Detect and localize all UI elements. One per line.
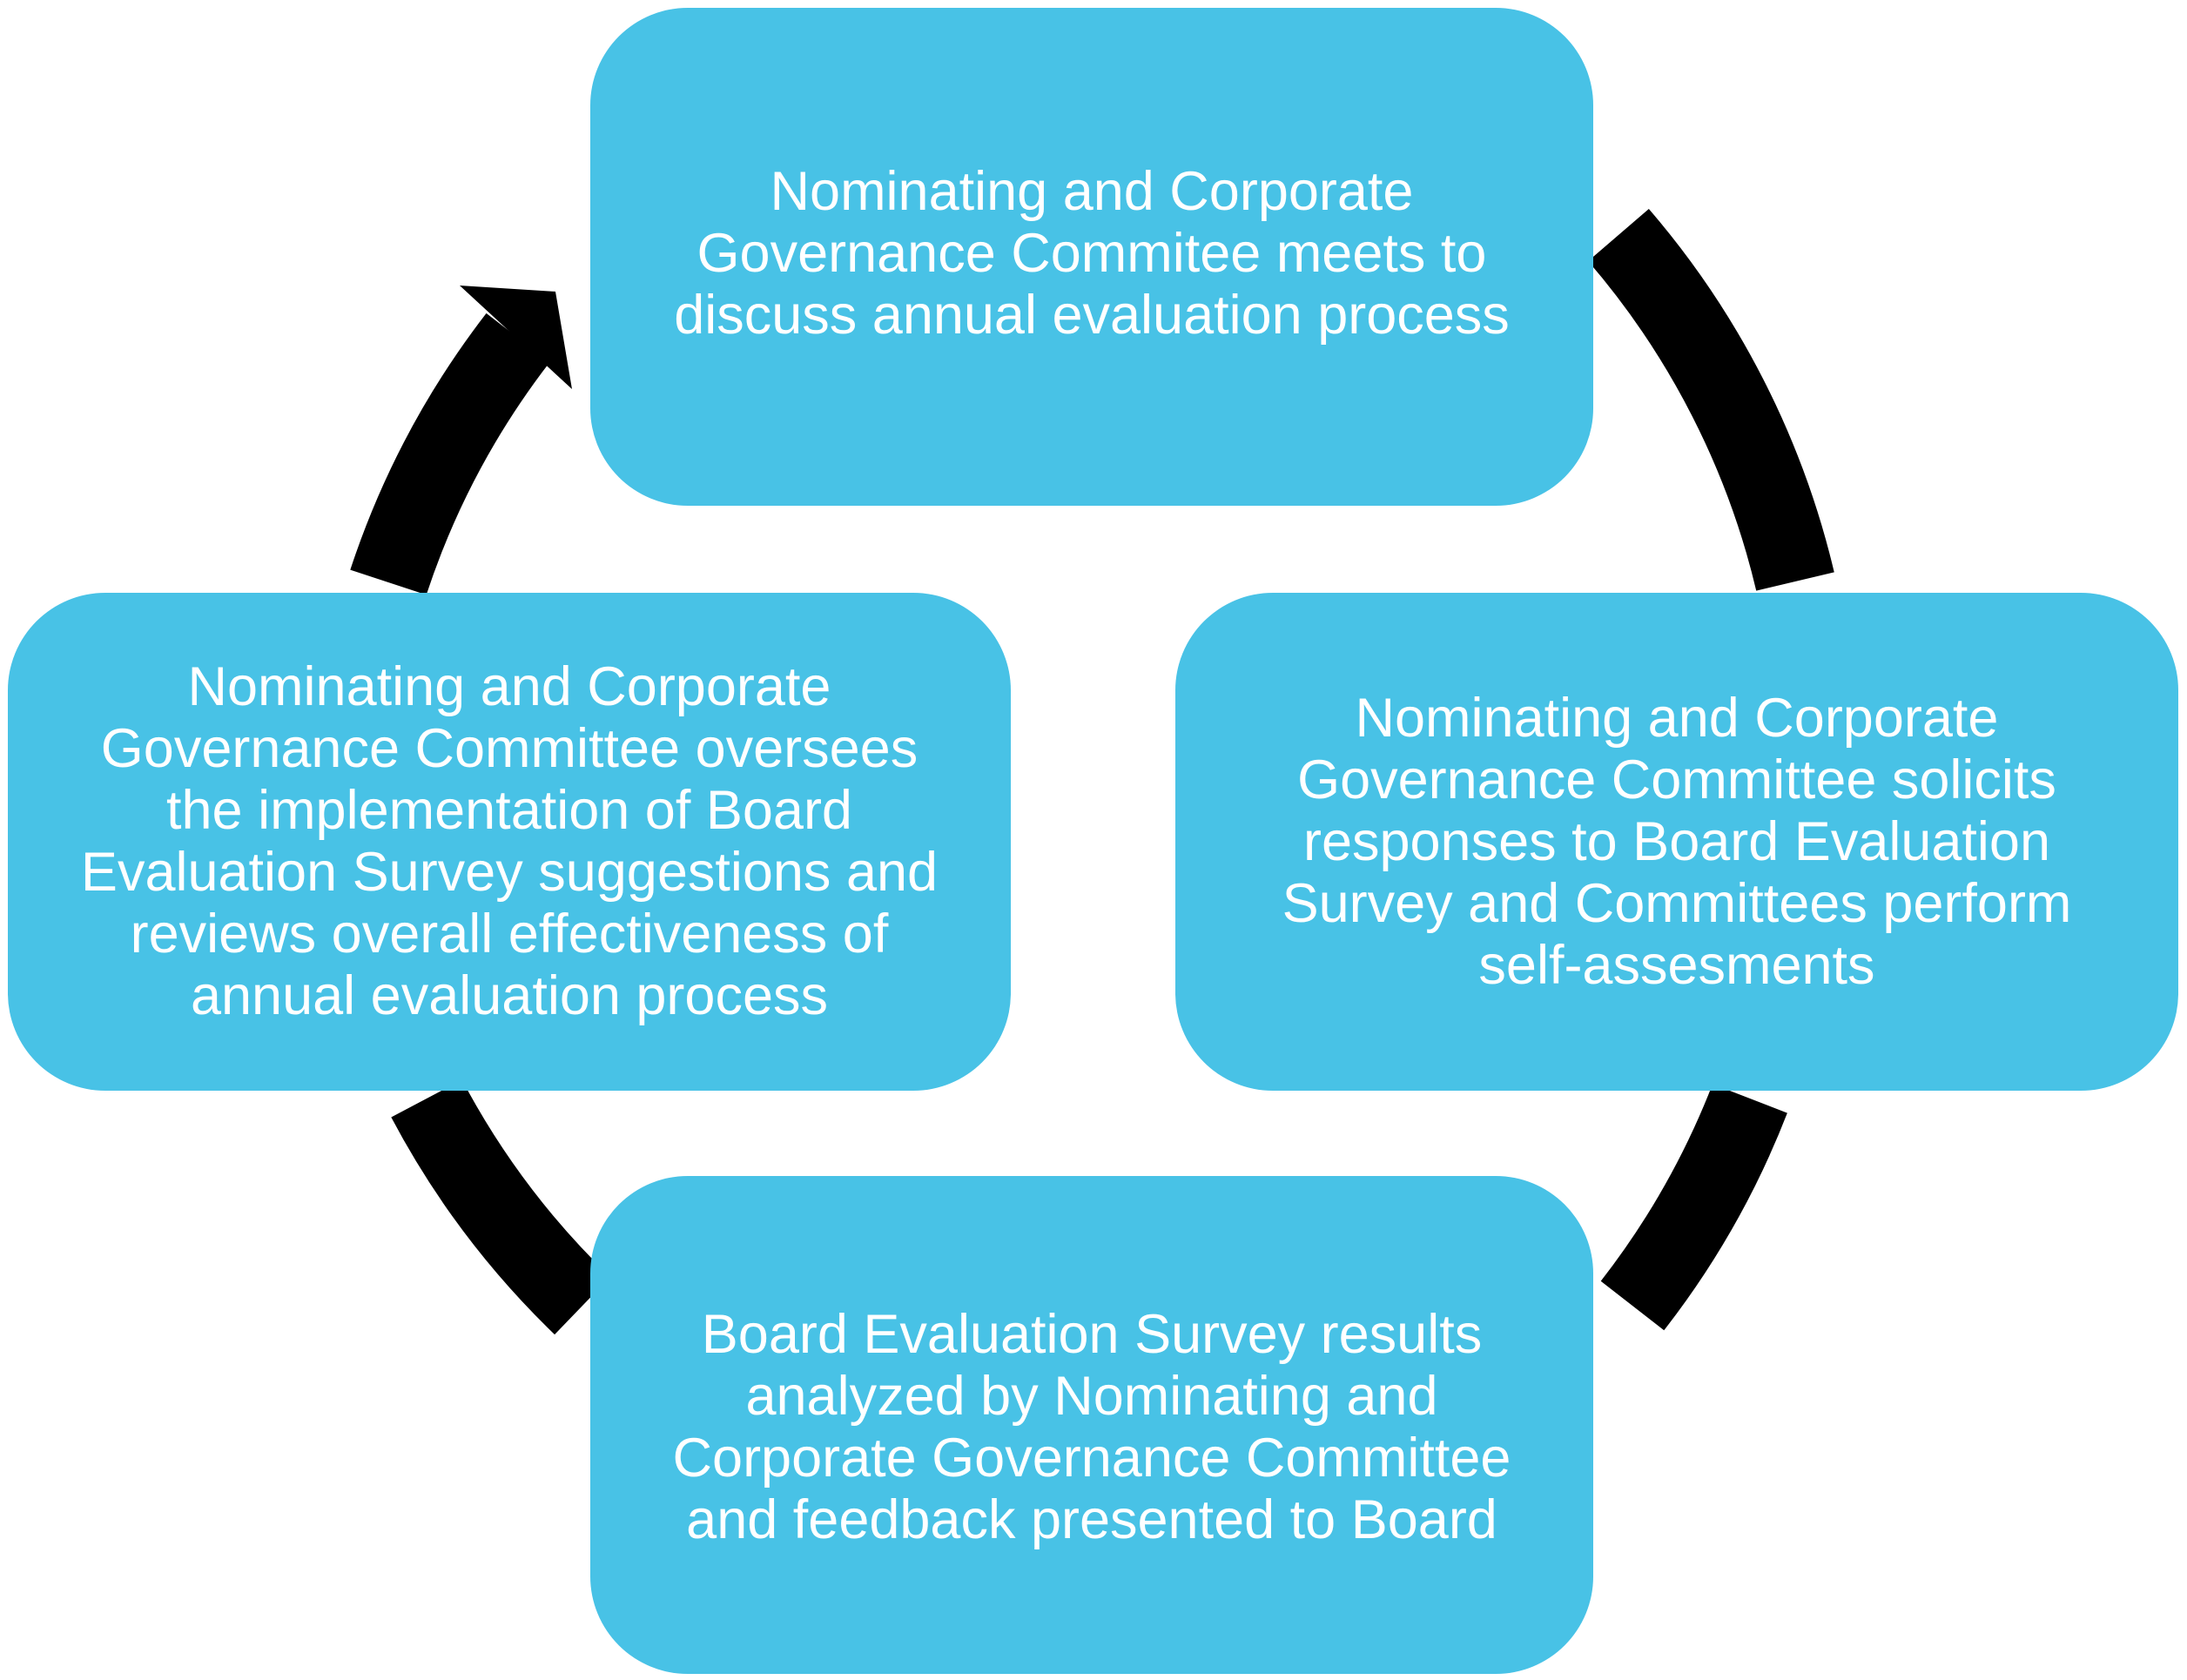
step-text-right: Nominating and Corporate Governance Comm…: [1282, 687, 2072, 996]
step-text-top: Nominating and Corporate Governance Comm…: [674, 160, 1510, 346]
connector-arc-top-right: [1588, 208, 1834, 591]
connector-arc-bottom-left: [391, 1079, 611, 1335]
cycle-arrowhead: [460, 286, 572, 389]
connector-arc-bottom-right: [1600, 1084, 1787, 1331]
step-box-right: Nominating and Corporate Governance Comm…: [1175, 593, 2178, 1091]
connector-arc-top-left: [350, 312, 550, 595]
step-text-left: Nominating and Corporate Governance Comm…: [80, 656, 939, 1026]
step-box-bottom: Board Evaluation Survey results analyzed…: [590, 1176, 1593, 1674]
step-box-top: Nominating and Corporate Governance Comm…: [590, 8, 1593, 506]
step-box-left: Nominating and Corporate Governance Comm…: [8, 593, 1011, 1091]
step-text-bottom: Board Evaluation Survey results analyzed…: [672, 1304, 1511, 1550]
